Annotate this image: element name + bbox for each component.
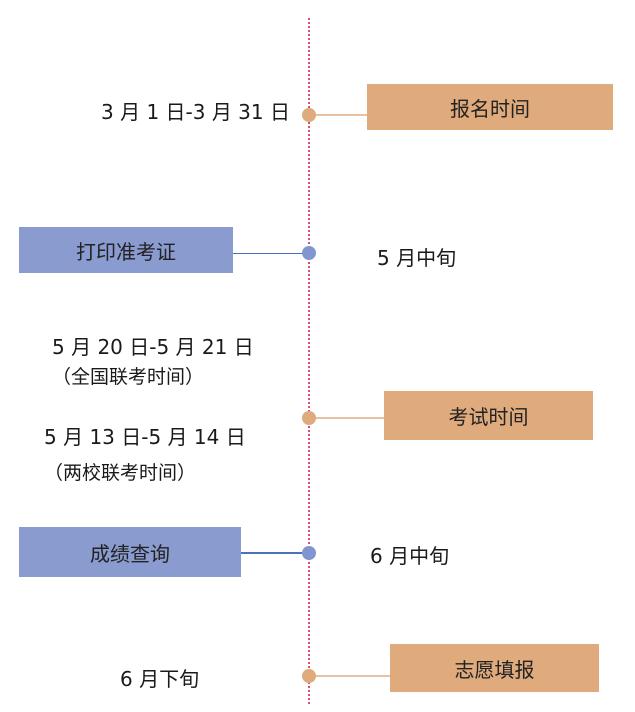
joint-exam-date: 5 月 20 日-5 月 21 日 <box>52 335 254 359</box>
score-query-date: 6 月中旬 <box>370 544 450 568</box>
application-dot <box>302 669 316 683</box>
admission-ticket-box: 打印准考证 <box>19 227 233 273</box>
score-query-box: 成绩查询 <box>19 527 241 577</box>
two-school-exam-note: （两校联考时间） <box>44 462 197 484</box>
application-box: 志愿填报 <box>390 644 599 692</box>
joint-exam-note: （全国联考时间） <box>52 366 205 388</box>
registration-date: 3 月 1 日-3 月 31 日 <box>101 100 290 124</box>
exam-box: 考试时间 <box>384 391 593 440</box>
application-date: 6 月下旬 <box>120 667 200 691</box>
timeline-axis <box>308 18 310 704</box>
exam-dot <box>302 411 316 425</box>
score-query-dot <box>302 546 316 560</box>
registration-connector <box>316 114 368 116</box>
registration-box: 报名时间 <box>367 84 613 130</box>
two-school-exam-date: 5 月 13 日-5 月 14 日 <box>44 425 246 449</box>
application-connector <box>316 675 391 677</box>
admission-ticket-dot <box>302 246 316 260</box>
score-query-connector <box>241 552 303 554</box>
registration-dot <box>302 108 316 122</box>
admission-ticket-date: 5 月中旬 <box>377 246 457 270</box>
admission-ticket-connector <box>233 253 303 254</box>
exam-connector <box>316 417 385 419</box>
